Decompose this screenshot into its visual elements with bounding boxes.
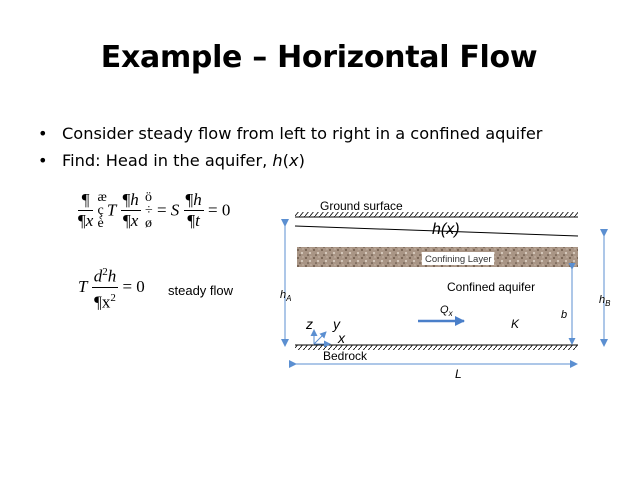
confined-aquifer-label: Confined aquifer: [447, 280, 535, 294]
steady-flow-note: steady flow: [168, 283, 234, 298]
eq1-left-paren: æ ç è: [97, 190, 107, 231]
eq1-num: ¶: [78, 190, 94, 211]
bullet-list: • Consider steady flow from left to right…: [38, 120, 542, 174]
equation-steady: T d2h ¶x2 = 0: [78, 262, 145, 312]
hB-label: hB: [599, 294, 611, 308]
L-label: L: [455, 367, 462, 381]
z-axis-label: z: [305, 316, 313, 332]
bullet-italic-h: h: [272, 151, 283, 170]
bullet-item-1: • Consider steady flow from left to right…: [38, 120, 542, 147]
bullet-glyph: •: [38, 124, 48, 143]
confining-layer-label-bg: [422, 252, 494, 265]
bullet-paren-close: ): [298, 151, 305, 170]
bullet-text: Find: Head in the aquifer,: [62, 151, 273, 170]
y-axis-arrow: [313, 331, 327, 345]
eq2-equals-zero: = 0: [122, 277, 145, 297]
bullet-italic-x: x: [289, 151, 299, 170]
eq1-S: S: [170, 200, 180, 220]
bullet-glyph: •: [38, 151, 48, 170]
head-function-label: h(x): [432, 221, 460, 238]
Qx-label: Qx: [440, 304, 454, 318]
x-axis-label: x: [337, 330, 346, 346]
eq1-zero: 0: [221, 200, 231, 220]
hA-label: hA: [280, 289, 291, 303]
confining-layer-label: Confining Layer: [425, 254, 492, 265]
piezometric-line: [294, 225, 579, 237]
eq1-right-paren: ö ÷ ø: [145, 190, 153, 231]
K-label: K: [511, 317, 520, 331]
eq1-equals-2: =: [208, 200, 218, 220]
eq1-den: ¶x: [78, 211, 94, 230]
ground-surface-label: Ground surface: [320, 199, 403, 213]
eq2-frac: d2h ¶x2: [91, 262, 119, 312]
bullet-paren-open: (: [282, 151, 289, 170]
bullet-text: Consider steady flow from left to right …: [62, 124, 543, 143]
bedrock-hatch: [295, 345, 578, 350]
eq1-frac-dh-dt: ¶h ¶t: [183, 190, 204, 230]
eq1-frac-dh-dx: ¶h ¶x: [120, 190, 141, 230]
y-axis-label: y: [332, 316, 341, 332]
eq1-T: T: [106, 200, 117, 220]
slide-title: Example – Horizontal Flow: [100, 40, 538, 75]
eq1-frac-d-dx: ¶ ¶x: [78, 190, 94, 231]
ground-surface-hatch: [295, 212, 578, 217]
bedrock-label: Bedrock: [323, 349, 368, 363]
equation-transient: ¶ ¶x æ ç è T ¶h ¶x ö ÷ ø = S ¶h ¶t = 0: [78, 190, 230, 231]
b-label: b: [561, 309, 567, 321]
eq1-equals: =: [156, 200, 167, 220]
bullet-item-2: • Find: Head in the aquifer, h(x): [38, 147, 542, 174]
eq2-T: T: [78, 277, 88, 297]
